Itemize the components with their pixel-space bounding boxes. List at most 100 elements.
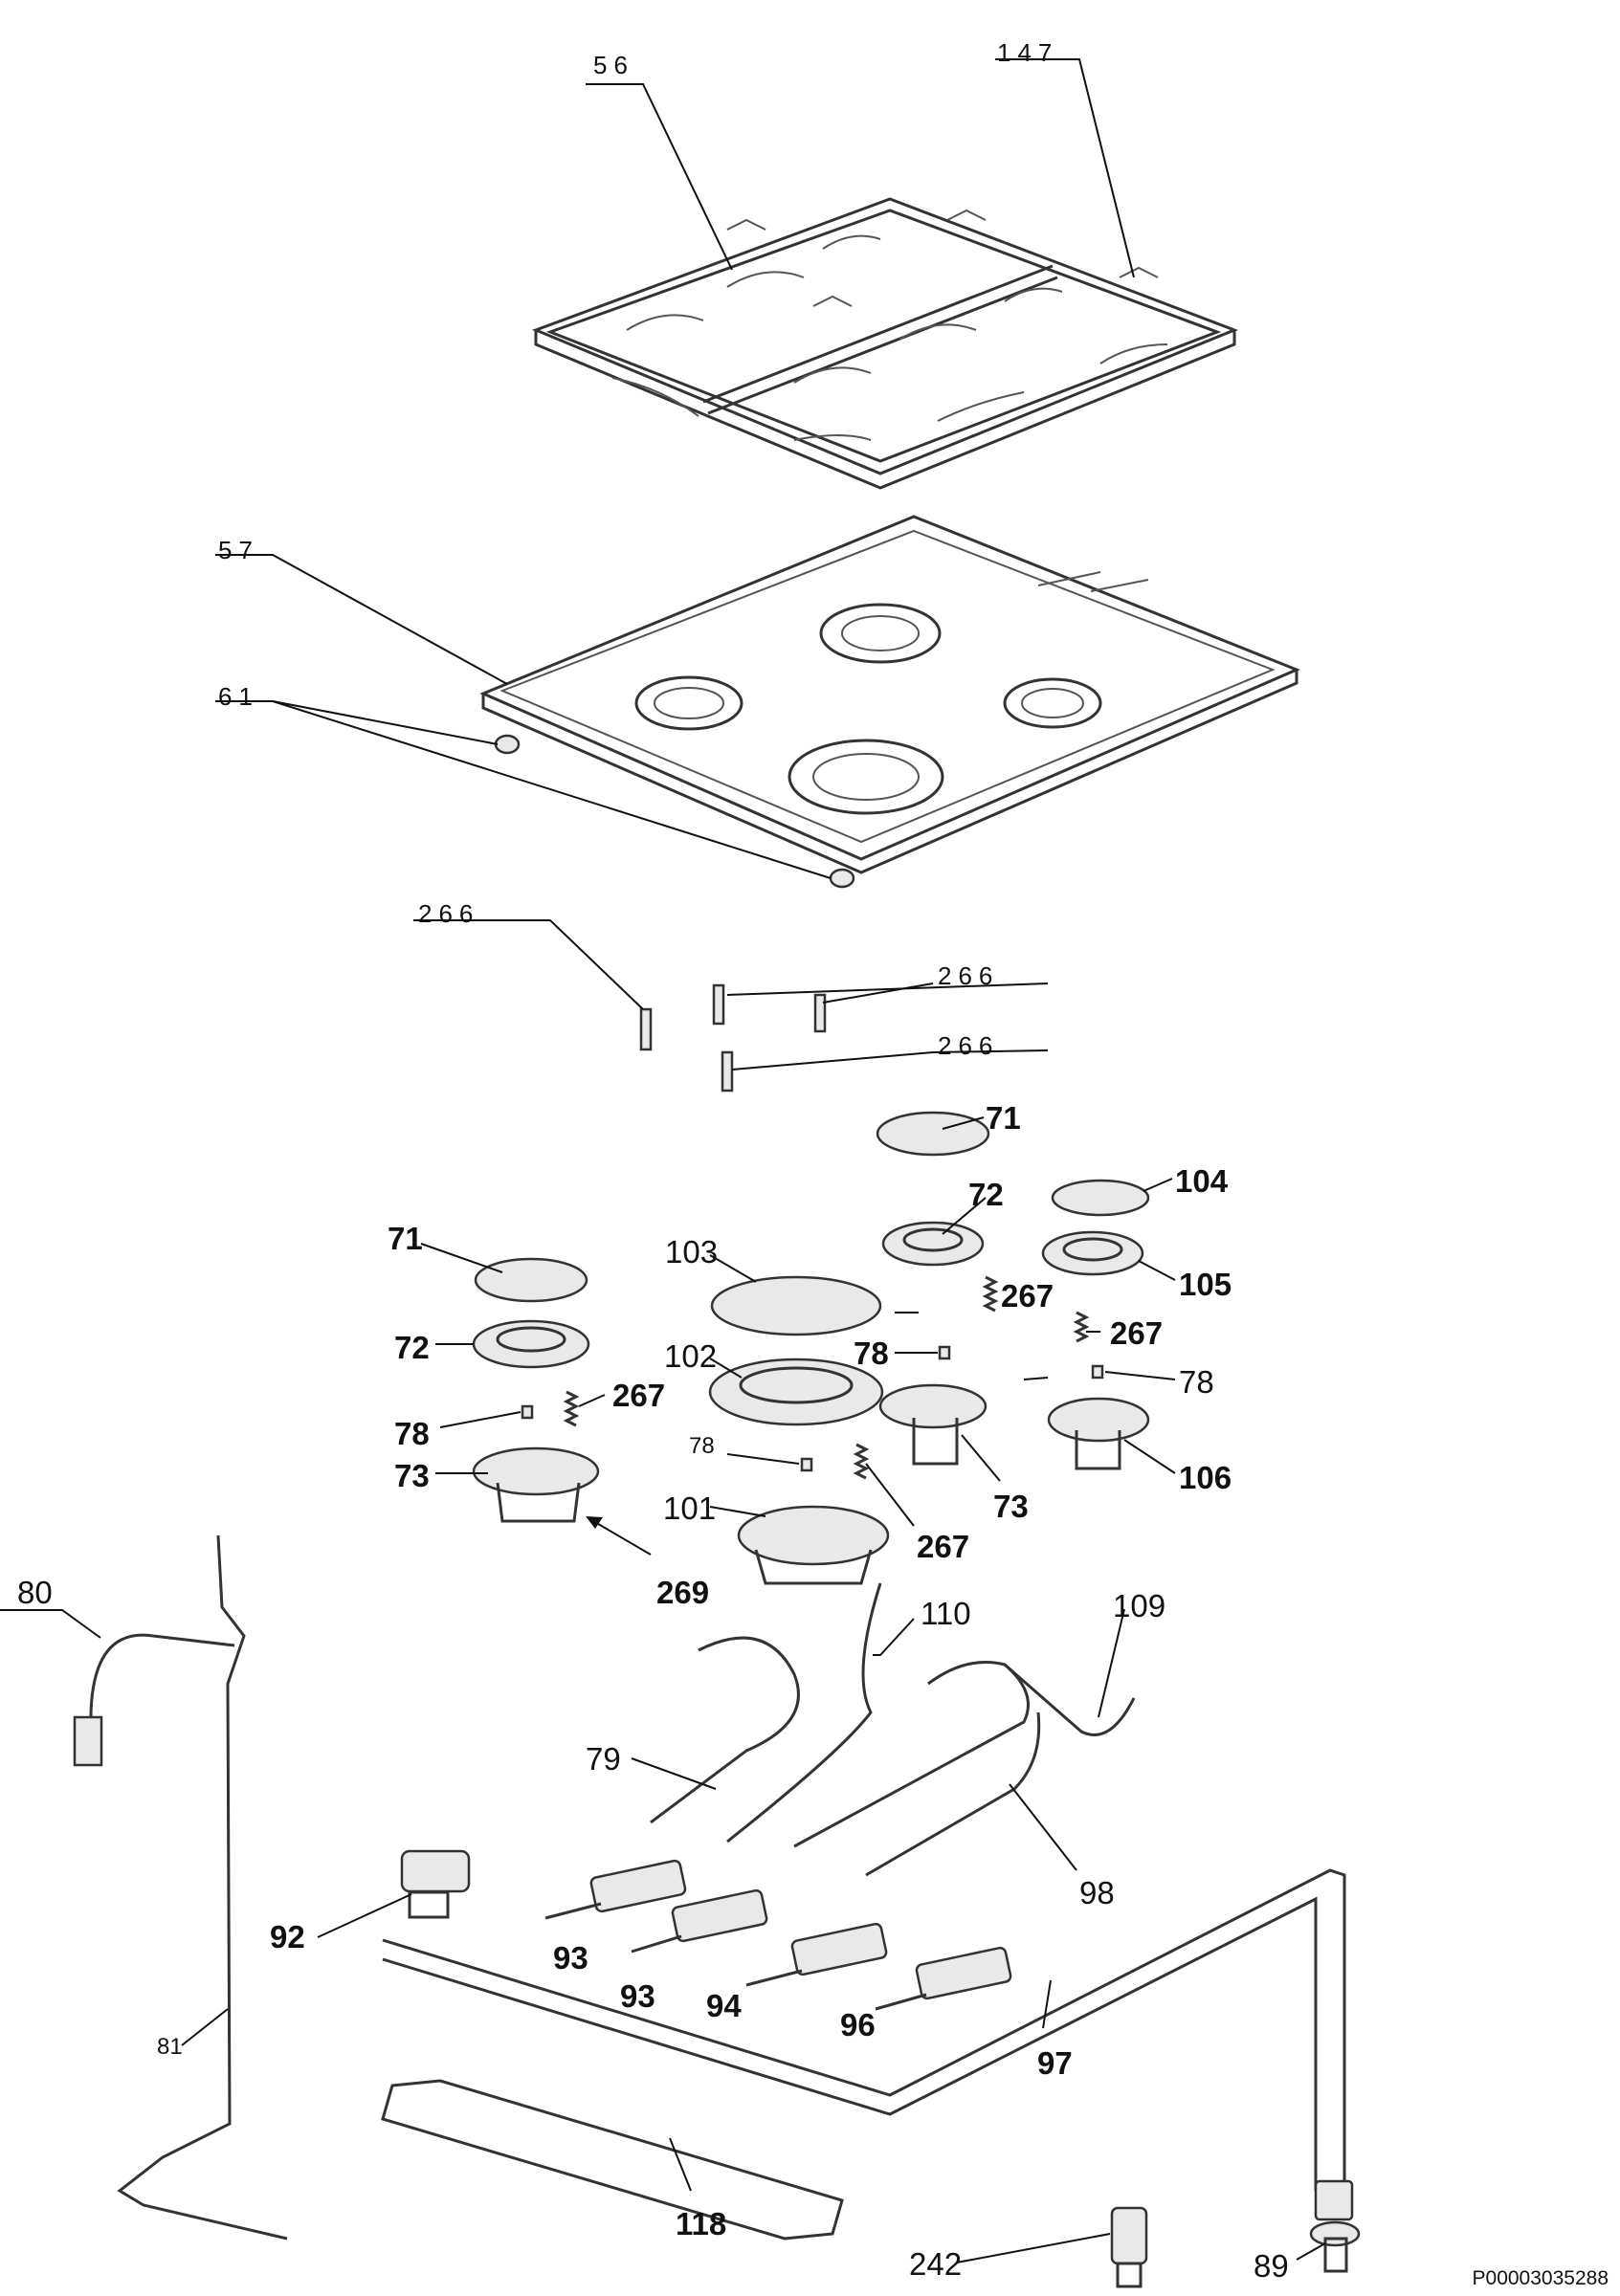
burner-head-102 xyxy=(708,1358,884,1426)
leader-71-top xyxy=(942,1116,985,1130)
document-id: P00003035288 xyxy=(1472,2267,1609,2289)
part-number-label-78: 78 xyxy=(1179,1364,1214,1400)
part-number-label-78: 78 xyxy=(394,1416,430,1451)
leader-57 xyxy=(215,554,508,685)
part-number-label-110: 110 xyxy=(921,1596,971,1631)
leader-98 xyxy=(1009,1783,1077,1871)
burner-cap-71-top xyxy=(876,1111,990,1157)
leader-103 xyxy=(709,1254,757,1283)
part-number-label-147: 147 xyxy=(997,38,1059,67)
leader-105 xyxy=(1138,1260,1176,1281)
part-number-label-73: 73 xyxy=(993,1489,1029,1524)
leader-81 xyxy=(181,2008,229,2046)
leader-101 xyxy=(709,1506,766,1517)
part-number-label-71: 71 xyxy=(986,1100,1021,1136)
part-number-label-266: 266 xyxy=(938,961,1000,990)
burner-body-73-left xyxy=(472,1446,600,1523)
burner-body-101 xyxy=(737,1505,890,1585)
part-number-label-56: 56 xyxy=(593,51,634,79)
part-number-label-78: 78 xyxy=(689,1433,715,1459)
leader-56 xyxy=(586,83,733,271)
burner-cap-103 xyxy=(710,1275,882,1336)
part-number-label-267: 267 xyxy=(612,1378,666,1413)
part-number-label-80: 80 xyxy=(17,1575,53,1610)
part-number-label-266: 266 xyxy=(418,899,480,928)
leader-266a xyxy=(413,919,644,1010)
leader-61 xyxy=(215,700,832,879)
part-number-label-269: 269 xyxy=(656,1575,710,1610)
leader-266c xyxy=(731,1049,1049,1071)
screws-78 xyxy=(521,1345,1104,1472)
part-number-label-78: 78 xyxy=(854,1336,889,1371)
leader-72-right xyxy=(942,1197,987,1235)
part-number-label-242: 242 xyxy=(909,2246,963,2282)
gas-taps xyxy=(544,1859,1012,2011)
nut-89 xyxy=(1309,2220,1361,2273)
burner-head-72-right xyxy=(881,1221,985,1267)
part-number-label-89: 89 xyxy=(1254,2248,1289,2284)
part-number-label-105: 105 xyxy=(1179,1267,1232,1302)
part-number-label-267: 267 xyxy=(1001,1278,1054,1314)
leader-71-left xyxy=(420,1243,503,1273)
part-number-label-267: 267 xyxy=(917,1529,970,1564)
part-number-label-81: 81 xyxy=(157,2034,183,2060)
leader-106 xyxy=(1123,1439,1176,1474)
part-number-label-93: 93 xyxy=(553,1940,588,1976)
leader-109 xyxy=(1098,1608,1125,1718)
springs-267 xyxy=(563,1275,1090,1480)
burner-cap-71-left xyxy=(474,1257,588,1303)
leader-73-right xyxy=(961,1434,1001,1482)
hob-top-plate xyxy=(479,515,1300,874)
burner-head-72-left xyxy=(472,1319,590,1369)
part-number-label-93: 93 xyxy=(620,1978,655,2014)
leader-110 xyxy=(873,1618,915,1656)
part-number-label-97: 97 xyxy=(1037,2045,1073,2081)
leader-147 xyxy=(995,58,1135,278)
part-number-label-102: 102 xyxy=(664,1338,718,1374)
ignition-pins xyxy=(639,983,827,1093)
safety-valve-92 xyxy=(400,1849,471,1919)
leader-118 xyxy=(669,2137,692,2192)
part-number-label-101: 101 xyxy=(663,1490,717,1526)
gas-manifold-97 xyxy=(382,1868,1354,2221)
part-number-label-94: 94 xyxy=(706,1988,742,2023)
part-number-label-79: 79 xyxy=(586,1741,621,1777)
part-number-label-71: 71 xyxy=(388,1221,423,1256)
part-number-label-267: 267 xyxy=(1110,1315,1164,1351)
part-number-label-104: 104 xyxy=(1175,1163,1229,1199)
part-number-label-72: 72 xyxy=(968,1177,1004,1212)
part-number-label-109: 109 xyxy=(1113,1588,1166,1623)
burner-cap-104 xyxy=(1051,1179,1150,1217)
leader-80 xyxy=(0,1609,101,1639)
leader-89 xyxy=(1296,2242,1326,2261)
assembly-arrows xyxy=(586,1312,1049,1556)
burner-body-106 xyxy=(1047,1397,1150,1470)
part-number-label-92: 92 xyxy=(270,1919,305,1954)
leader-97 xyxy=(1042,1979,1052,2029)
leader-92 xyxy=(317,1893,412,1938)
left-supply-pipe xyxy=(73,1534,288,2241)
part-number-label-98: 98 xyxy=(1079,1875,1115,1910)
part-number-label-103: 103 xyxy=(665,1234,719,1269)
part-number-label-106: 106 xyxy=(1179,1460,1232,1495)
leader-266b xyxy=(726,982,1049,1004)
part-number-label-57: 57 xyxy=(218,536,259,564)
leader-267 xyxy=(578,1331,1100,1527)
part-number-label-73: 73 xyxy=(394,1458,430,1493)
leader-78 xyxy=(439,1352,1176,1465)
part-number-label-96: 96 xyxy=(840,2007,876,2042)
mounting-bracket-118 xyxy=(381,2079,844,2241)
part-number-label-118: 118 xyxy=(676,2206,727,2241)
leader-242 xyxy=(956,2233,1111,2263)
gas-pipes xyxy=(650,1582,1136,1877)
leader-79 xyxy=(631,1757,717,1790)
leader-104 xyxy=(1143,1178,1173,1192)
part-number-label-61: 61 xyxy=(218,682,259,711)
part-number-label-72: 72 xyxy=(394,1330,430,1365)
leader-102 xyxy=(709,1358,743,1379)
part-number-label-266: 266 xyxy=(938,1031,1000,1060)
burner-head-105 xyxy=(1041,1230,1144,1276)
burner-body-73-right xyxy=(878,1383,988,1466)
